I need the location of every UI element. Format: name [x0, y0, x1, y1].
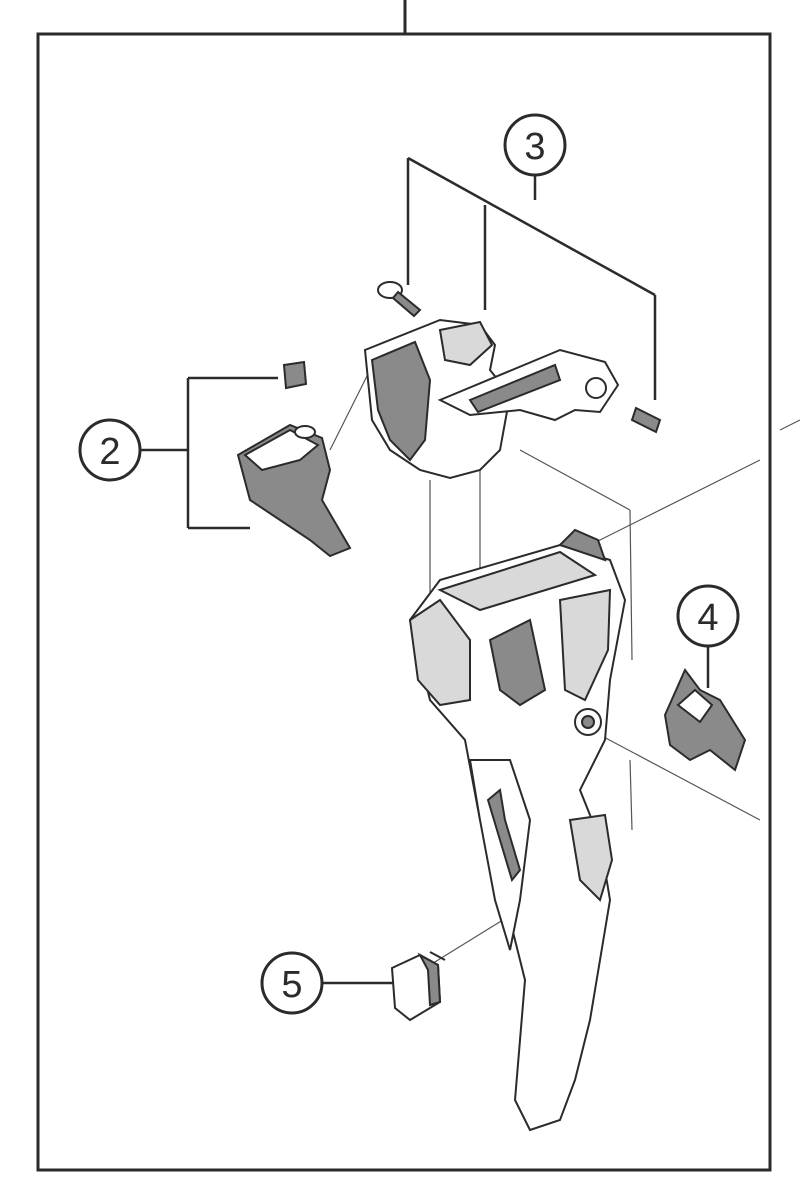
callout-3: 3 — [503, 113, 567, 177]
callout-2: 2 — [78, 418, 142, 482]
callout-2-bracket — [140, 376, 278, 530]
lever-arm-part — [437, 348, 620, 422]
callout-3-bracket — [406, 156, 657, 400]
callout-2-label: 2 — [99, 431, 120, 473]
callout-5-label: 5 — [281, 964, 302, 1006]
callout-4-label: 4 — [697, 597, 718, 639]
cover-part — [236, 423, 352, 558]
bracket-plate-part — [363, 318, 512, 480]
screw-top-part — [377, 281, 422, 318]
main-lever-body-part — [408, 528, 627, 1132]
cover-screw-part — [282, 360, 308, 390]
part-4-clip — [663, 668, 747, 772]
callout-4: 4 — [676, 584, 740, 648]
callout-5: 5 — [260, 951, 324, 1015]
part-5-cap — [390, 951, 446, 1022]
callout-3-label: 3 — [524, 126, 545, 168]
screw-right-part — [630, 406, 662, 434]
diagram-frame — [36, 0, 772, 1172]
